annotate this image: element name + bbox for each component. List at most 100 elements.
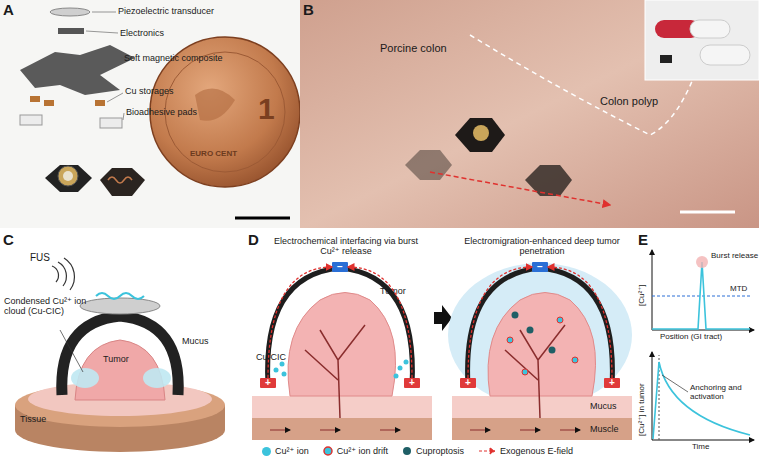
axis-label: Time — [692, 443, 709, 452]
polarity-sign: + — [465, 378, 471, 388]
device-photo — [100, 168, 145, 196]
colon-photo — [300, 0, 759, 228]
colon-photo — [525, 165, 572, 196]
exploded-view — [107, 93, 123, 102]
tissue-model — [71, 368, 99, 388]
capsule-inset — [690, 20, 730, 38]
plot-axes — [652, 250, 653, 330]
legend-symbol — [324, 447, 332, 455]
tumor-schematic-left — [268, 268, 413, 386]
plot-curves — [662, 375, 688, 392]
plot-axes — [652, 440, 754, 441]
plot-curves — [652, 296, 750, 297]
scale-bar — [235, 217, 290, 220]
tumor-schematic-left — [404, 360, 409, 365]
legend-symbol — [402, 446, 412, 456]
polarity-sign: + — [409, 378, 415, 388]
legend-symbol — [478, 446, 496, 456]
tumor-schematic-right — [512, 312, 519, 319]
coin-text: 1 — [258, 92, 275, 126]
polarity-sign: + — [609, 378, 615, 388]
tumor-schematic-left — [252, 396, 432, 418]
device-photo — [58, 166, 78, 186]
plot-note: Burst release — [711, 252, 758, 261]
part-name: Electronics — [120, 28, 164, 38]
legend-text: Cuproptosis — [416, 446, 464, 456]
electrode-pad: + — [260, 378, 276, 388]
part-name: Soft magnetic composite — [124, 53, 223, 63]
photo-label: Porcine colon — [380, 42, 447, 54]
tissue-label: Tumor — [103, 354, 129, 364]
electrode-pad: + — [604, 378, 620, 388]
tumor-schematic-left — [274, 360, 409, 379]
legend-item: Cu²⁺ ion drift — [323, 446, 388, 456]
capsule-inset — [700, 45, 750, 65]
exploded-view — [20, 115, 42, 125]
part-name: Bioadhesive pads — [126, 107, 197, 117]
colon-photo — [405, 150, 452, 180]
legend-symbol — [479, 448, 495, 454]
polarity-sign: − — [537, 262, 543, 272]
legend-symbol — [403, 447, 411, 455]
exploded-view — [92, 12, 116, 13]
electrode-pad: + — [404, 378, 420, 388]
plot-axes — [652, 352, 653, 440]
part-name: Cu storages — [125, 86, 174, 96]
polarity-sign: − — [337, 262, 343, 272]
colon-photo — [455, 118, 505, 152]
exploded-view — [86, 31, 118, 33]
panel-letter: D — [248, 232, 259, 249]
plot-note: Anchoring and activation — [690, 384, 754, 402]
capsule-inset — [645, 0, 759, 80]
layer-label: Muscle — [590, 424, 619, 434]
photo-label: Colon polyp — [600, 95, 658, 107]
e-field-line — [468, 267, 532, 378]
legend: Cu²⁺ ionCu²⁺ ion driftCuproptosisExogeno… — [262, 446, 573, 456]
signal-name: FUS — [30, 252, 50, 263]
panel-letter: C — [3, 232, 14, 249]
tissue-model — [60, 330, 83, 372]
capsule-inset — [645, 0, 759, 80]
tumor-schematic-left — [270, 430, 290, 431]
tumor-schematic-left — [280, 362, 285, 367]
exploded-view — [123, 113, 124, 120]
tumor-schematic-left — [398, 366, 403, 371]
tumor-schematic-right — [468, 268, 613, 386]
plot-curves — [652, 256, 750, 440]
tumor-schematic-right — [488, 293, 596, 397]
tissue-label: Tumor — [380, 286, 406, 296]
tumor-schematic-left — [288, 293, 396, 397]
exploded-view — [20, 8, 135, 128]
tumor-schematic-left — [305, 325, 365, 418]
device-photo — [63, 171, 73, 181]
coin — [0, 0, 300, 228]
device-photo — [108, 177, 132, 183]
legend-item: Cuproptosis — [402, 446, 464, 456]
axis-label: [Cu²⁺] in tumor — [638, 383, 647, 436]
colon-photo — [430, 172, 610, 205]
exploded-view — [20, 45, 135, 95]
tumor-schematic-left — [252, 418, 432, 440]
tissue-model — [96, 293, 144, 299]
coin — [195, 89, 235, 121]
colon-photo — [680, 211, 735, 214]
plot-note: MTD — [730, 285, 747, 294]
axis-label: Position (GI tract) — [660, 333, 722, 342]
fus-waves — [52, 258, 74, 290]
tumor-schematic-right — [448, 263, 632, 407]
fus-waves — [52, 266, 59, 282]
tumor-schematic-right — [507, 337, 513, 343]
axis-label: [Cu²⁺] — [638, 284, 647, 306]
e-field-line — [348, 267, 412, 378]
legend-text: Cu²⁺ ion — [275, 446, 309, 456]
device-photo — [45, 165, 145, 196]
plot-axes — [652, 250, 754, 440]
plot-curves — [652, 262, 750, 329]
panel-letter: A — [3, 2, 14, 19]
coin — [0, 0, 300, 228]
tumor-schematic-right — [507, 317, 578, 375]
tumor-schematic-left — [252, 268, 432, 440]
legend-text: Cu²⁺ ion drift — [337, 446, 388, 456]
panel-letter: E — [638, 232, 648, 249]
